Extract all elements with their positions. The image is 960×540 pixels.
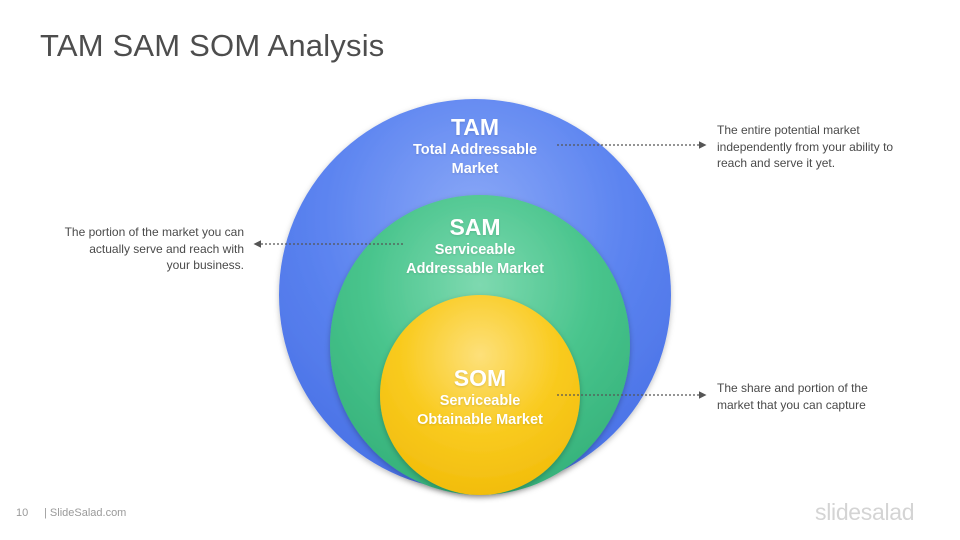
som-line1: Serviceable (439, 393, 521, 409)
tam-description-line: The entire potential market (717, 123, 860, 137)
brand-logo: slidesalad (815, 499, 915, 525)
tam-description: The entire potential market independentl… (717, 122, 932, 172)
tam-line1: Total Addressable (412, 142, 538, 158)
sam-line1: Serviceable (434, 242, 516, 258)
tam-description-line: reach and serve it yet. (717, 156, 836, 170)
page-number: 10 (16, 507, 29, 519)
som-line2: Obtainable Market (417, 412, 543, 428)
sam-label: SAM Serviceable Addressable Market (385, 213, 565, 279)
sam-description-line: The portion of the market you can (64, 225, 244, 239)
sam-description-line: actually serve and reach with (89, 241, 244, 256)
som-description-line: The share and portion of the (717, 381, 868, 395)
som-abbr: SOM (453, 365, 507, 391)
tam-abbr: TAM (450, 114, 500, 140)
som-label: SOM Serviceable Obtainable Market (390, 364, 570, 430)
tam-line2: Market (451, 161, 499, 177)
tam-description-line: independently from your ability to (717, 139, 894, 154)
slide-title: TAM SAM SOM Analysis (40, 28, 385, 63)
sam-description: The portion of the market you can actual… (20, 224, 244, 274)
footer-site: | SlideSalad.com (44, 507, 127, 519)
tam-label: TAM Total Addressable Market (395, 113, 555, 179)
sam-description-line: your business. (166, 258, 244, 272)
som-circle (380, 295, 580, 495)
som-description-line: market that you can capture (717, 397, 866, 412)
sam-line2: Addressable Market (406, 261, 544, 277)
sam-abbr: SAM (449, 214, 501, 240)
som-description: The share and portion of the market that… (717, 380, 932, 413)
